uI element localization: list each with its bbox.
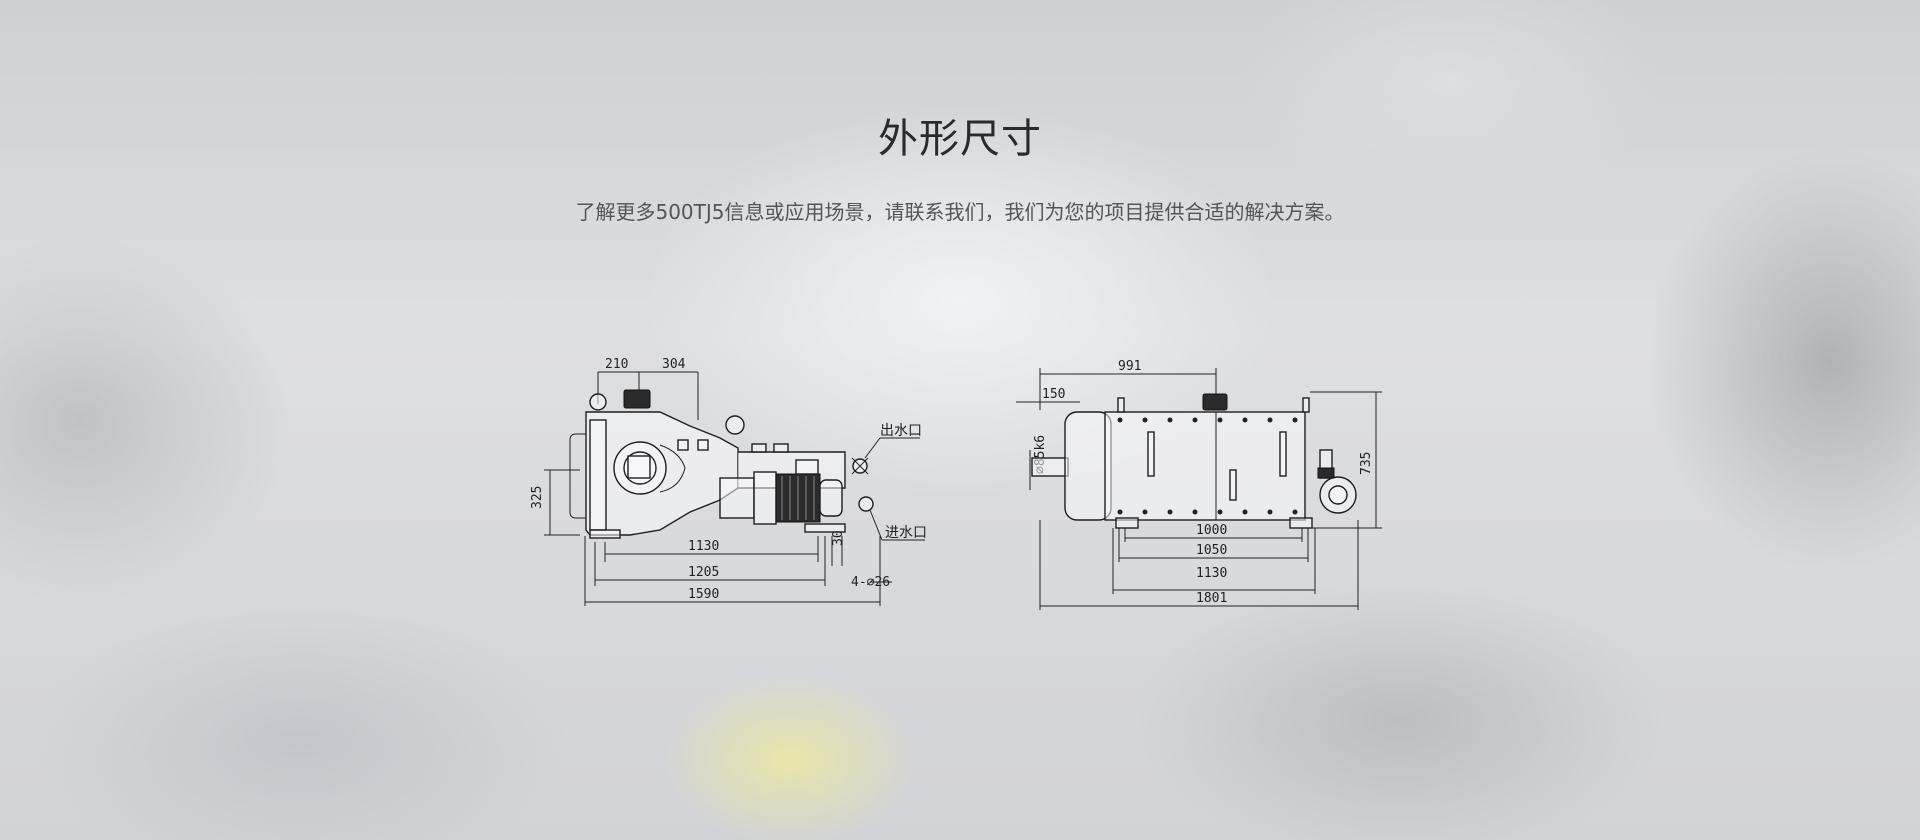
label-inlet: 进水口 xyxy=(885,525,927,541)
dim-side-1050: 1050 xyxy=(1196,543,1227,558)
dim-side-1130: 1130 xyxy=(1196,566,1227,581)
dim-1130: 1130 xyxy=(688,539,719,554)
dim-1590: 1590 xyxy=(688,587,719,602)
dim-top-a: 210 xyxy=(605,357,628,372)
dim-top-b: 304 xyxy=(662,357,686,372)
dimension-drawing: 210 304 325 xyxy=(520,340,1400,620)
section-title: 外形尺寸 xyxy=(878,116,1042,162)
front-view: 210 304 325 xyxy=(530,357,927,606)
dim-1205: 1205 xyxy=(688,565,719,580)
dim-holes: 4-∅26 xyxy=(851,575,890,590)
section-description: 了解更多500TJ5信息或应用场景，请联系我们，我们为您的项目提供合适的解决方案… xyxy=(575,200,1345,224)
dim-side-height: 735 xyxy=(1359,452,1374,475)
label-outlet: 出水口 xyxy=(880,423,922,439)
dim-shaft-offset: 150 xyxy=(1042,387,1065,402)
dim-height: 325 xyxy=(530,486,545,509)
dim-30: 30 xyxy=(831,530,846,546)
dim-side-1000: 1000 xyxy=(1196,523,1227,538)
dim-side-top: 991 xyxy=(1118,359,1141,374)
drawing-svg: 210 304 325 xyxy=(530,357,1382,610)
dim-side-1801: 1801 xyxy=(1196,591,1227,606)
side-view: 991 150 ∅85k6 xyxy=(1016,359,1382,610)
